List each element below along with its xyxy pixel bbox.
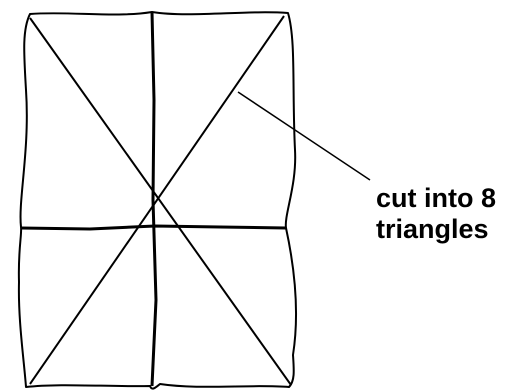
diagonal-cut-line-1 (30, 18, 291, 385)
label-line-1: cut into 8 (376, 183, 496, 214)
label-line-2: triangles (376, 214, 496, 245)
cut-instruction-label: cut into 8 triangles (376, 183, 496, 245)
vertical-cut-line (152, 12, 156, 386)
annotation-leader-line (238, 92, 370, 180)
